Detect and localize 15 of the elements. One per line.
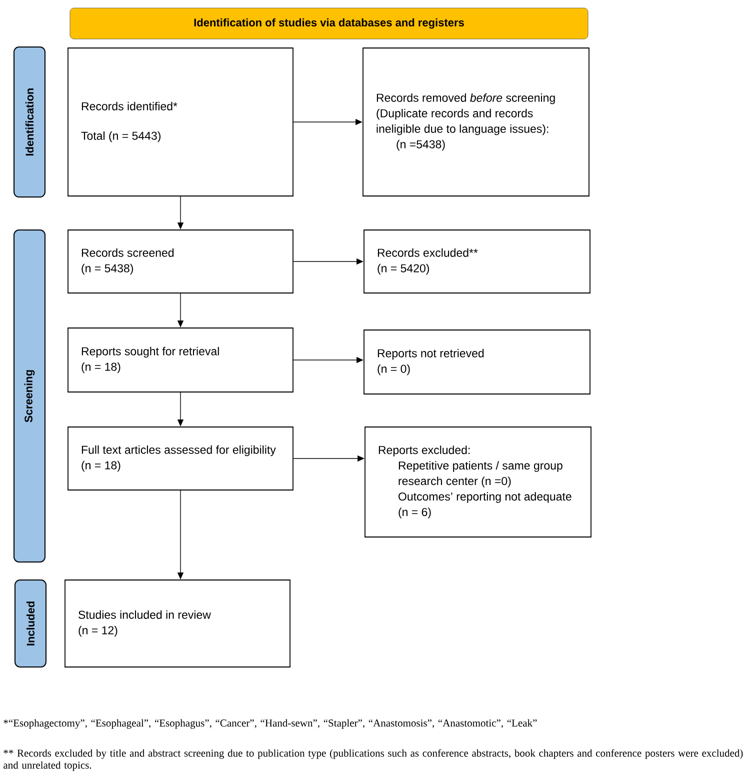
process-box: Reports excluded: Repetitive patients / same group research center (n =0) Outcomes’ reporting not adequate (n = 6)	[364, 426, 592, 538]
phase-label-band: Identification	[14, 46, 46, 198]
phase-label-band: Screening	[14, 230, 46, 562]
process-box: Records excluded** (n = 5420)	[364, 230, 590, 294]
process-box: Reports sought for retrieval (n = 18)	[68, 328, 294, 392]
footnote: ** Records excluded by title and abstract screening due to publication type (publications such as conference abstracts, book chapters and conference posters were excluded) and unrelated topics.	[4, 749, 743, 771]
footnote: *“Esophagectomy”, “Esophageal”, “Esophagus”, “Cancer”, “Hand-sewn”, “Stapler”, “Anastomosis”, “Anastomotic”, “Leak”	[4, 719, 537, 729]
process-box: Studies included in review (n = 12)	[64, 580, 290, 668]
process-box: Reports not retrieved (n = 0)	[364, 330, 590, 394]
process-box: Records removed before screening (Duplicate records and records ineligible due to language issues): (n =5438)	[362, 48, 590, 196]
process-box: Full text articles assessed for eligibility (n = 18)	[68, 426, 294, 490]
process-box: Records screened (n = 5438)	[68, 230, 294, 294]
phase-label-band: Included	[14, 580, 46, 668]
process-box: Records identified* Total (n = 5443)	[68, 48, 294, 196]
section-header-band: Identification of studies via databases and registers	[70, 8, 588, 40]
